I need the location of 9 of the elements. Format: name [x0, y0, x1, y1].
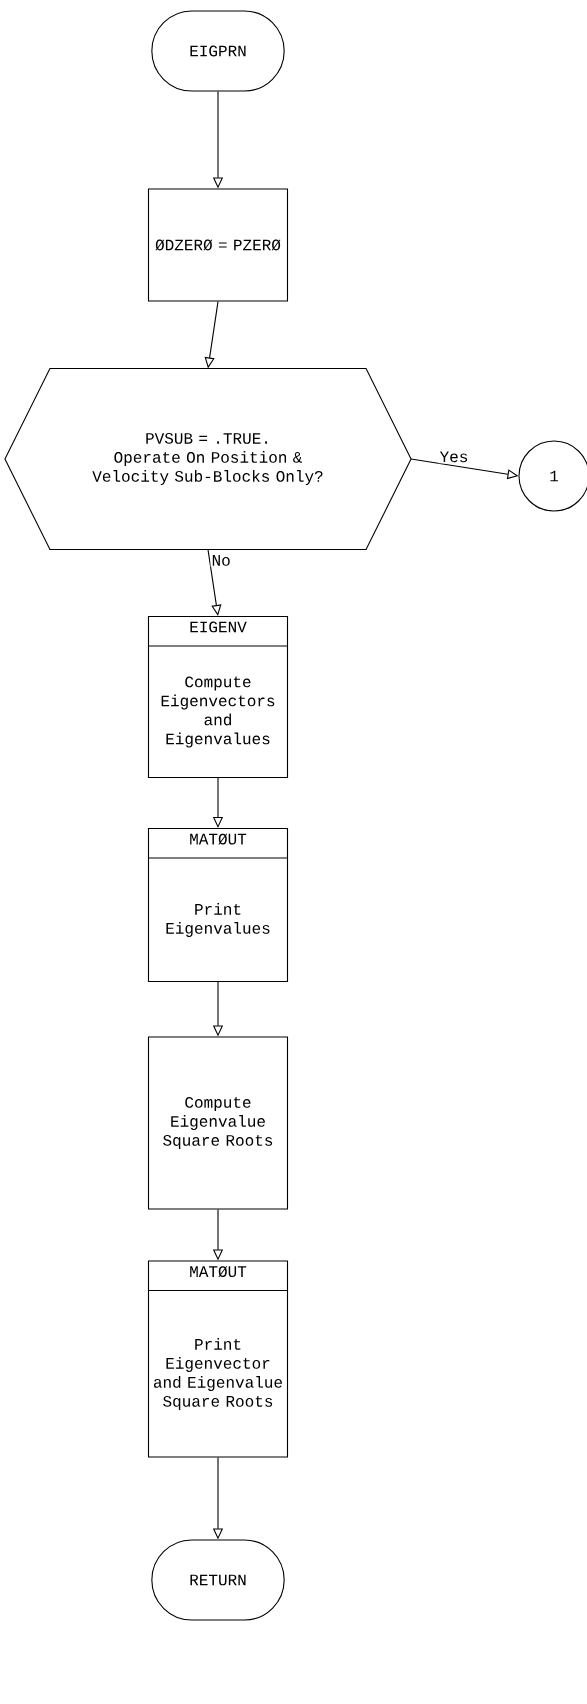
process-box: MATØUT Print Eigenvector and Eigenvalue Square Roots — [147, 1260, 289, 1458]
arrow — [207, 549, 222, 616]
edge-label: No — [212, 555, 230, 566]
process-box: EIGENV Compute Eigenvectors and Eigenvalues — [147, 615, 289, 779]
process-box: ØDZERØ = PZERØ — [147, 188, 289, 302]
decision-hexagon: PVSUB = .TRUE. Operate On Position & Velocity Sub-Blocks Only? — [4, 367, 412, 551]
edge-label: Yes — [439, 451, 468, 463]
process-box: Compute Eigenvalue Square Roots — [147, 1036, 289, 1210]
process-box: MATØUT Print Eigenvalues — [147, 827, 289, 983]
